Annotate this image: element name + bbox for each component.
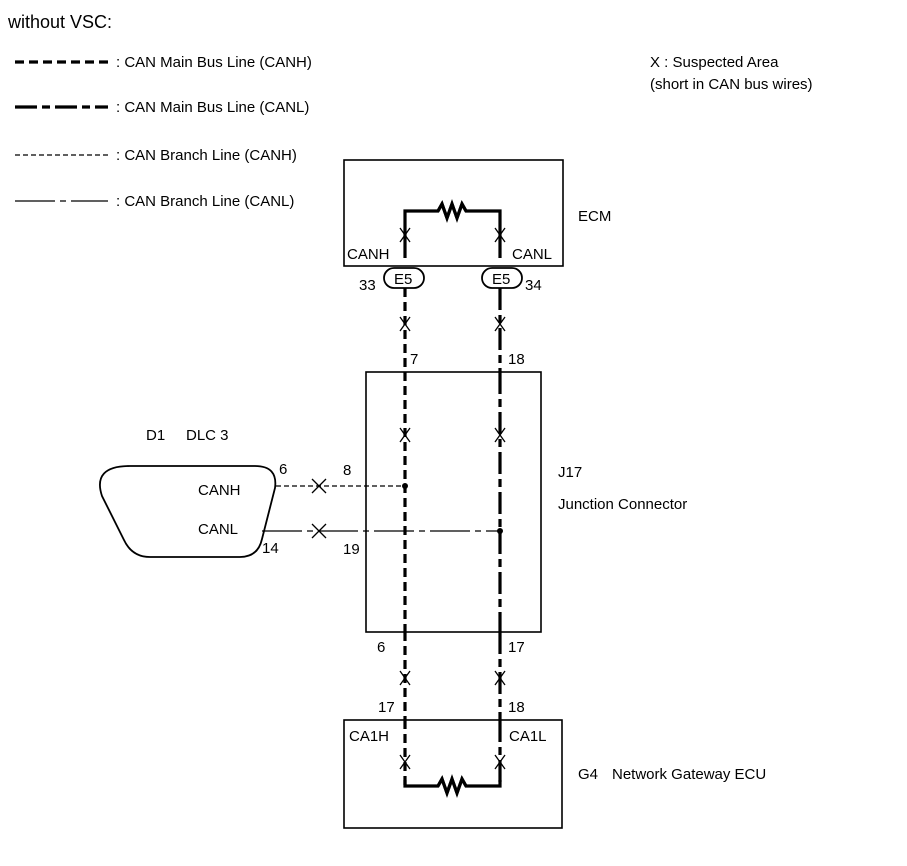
connector-e5-h-label: E5 [394,271,412,288]
gateway-canh-label: CA1H [349,728,389,745]
legend-label-main-canh: : CAN Main Bus Line (CANH) [116,54,312,71]
dlc-code: D1 [146,427,165,444]
legend: : CAN Main Bus Line (CANH) : CAN Main Bu… [15,54,813,210]
x-mark-icon [399,670,411,686]
connector-e5-l [481,267,523,289]
x-mark-icon [399,754,411,770]
dlc-connector-shape [99,465,277,558]
dlc-canl-label: CANL [198,521,238,538]
ecm-block: ECM CANH CANL [343,159,611,267]
x-mark-icon [311,523,327,539]
legend-label-branch-canh: : CAN Branch Line (CANH) [116,147,297,164]
gateway-canl-label: CA1L [509,728,547,745]
ecm-box [343,159,564,267]
gateway-pin-l: 18 [508,699,525,716]
junction-pin-left-l: 19 [343,541,360,558]
x-mark-icon [494,670,506,686]
x-mark-icon [494,427,506,443]
suspected-area-marks [311,227,506,770]
legend-label-main-canl: : CAN Main Bus Line (CANL) [116,99,309,116]
junction-code: J17 [558,464,582,481]
gateway-code: G4 [578,766,598,783]
ecm-pin-h: 33 [359,277,376,294]
junction-block: J17 Junction Connector 7 18 8 19 6 17 [343,351,687,656]
x-mark-icon [399,227,411,243]
ecm-termination-path [403,199,502,258]
x-mark-icon [399,427,411,443]
junction-box [365,371,542,633]
junction-name: Junction Connector [558,496,687,513]
junction-pin-top-h: 7 [410,351,418,368]
gateway-box [343,719,563,829]
junction-pin-left-h: 8 [343,462,351,479]
legend-label-branch-canl: : CAN Branch Line (CANL) [116,193,294,210]
dlc-canh-label: CANH [198,482,241,499]
x-mark-icon [399,316,411,332]
suspected-area-label: X : Suspected Area [650,54,779,71]
ecm-name: ECM [578,208,611,225]
dlc-name: DLC 3 [186,427,229,444]
dlc-pin-l: 14 [262,540,279,557]
resistor-icon [436,774,468,798]
ecm-canh-label: CANH [347,246,390,263]
dlc-block: D1 DLC 3 CANH CANL 6 14 [99,427,287,558]
connector-e5-l-label: E5 [492,271,510,288]
dlc-pin-h: 6 [279,461,287,478]
diagram-title: without VSC: [7,12,112,32]
x-mark-icon [494,227,506,243]
x-mark-icon [494,754,506,770]
ecm-pin-l: 34 [525,277,542,294]
x-mark-icon [494,316,506,332]
ecm-canl-label: CANL [512,246,552,263]
resistor-icon [436,199,468,223]
ecm-connectors: E5 33 E5 34 [359,267,542,294]
suspected-area-note: (short in CAN bus wires) [650,76,813,93]
gateway-block: G4 Network Gateway ECU CA1H CA1L 17 18 [343,699,766,829]
x-mark-icon [311,478,327,494]
gateway-pin-h: 17 [378,699,395,716]
junction-pin-bottom-l: 17 [508,639,525,656]
junction-pin-top-l: 18 [508,351,525,368]
gateway-name: Network Gateway ECU [612,766,766,783]
junction-pin-bottom-h: 6 [377,639,385,656]
